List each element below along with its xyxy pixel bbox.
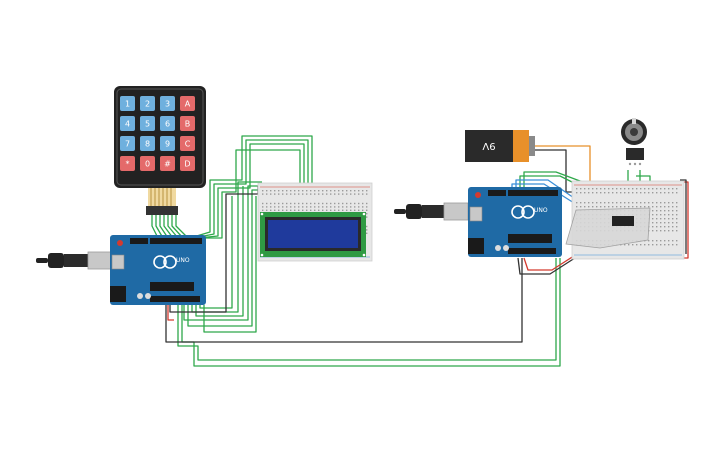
keypad-key-label: 8: [145, 140, 150, 149]
keypad-key-label: D: [184, 160, 190, 169]
keypad-key-11[interactable]: C: [180, 136, 195, 151]
keypad-key-8[interactable]: 7: [120, 136, 135, 151]
keypad-key-2[interactable]: 3: [160, 96, 175, 111]
keypad-key-15[interactable]: D: [180, 156, 195, 171]
arduino-right-brand: UNO: [534, 207, 548, 214]
keypad-key-label: #: [164, 160, 171, 169]
keypad-key-1[interactable]: 2: [140, 96, 155, 111]
keypad-key-label: 7: [125, 140, 130, 149]
arduino-left-brand: UNO: [176, 257, 190, 264]
keypad-key-3[interactable]: A: [180, 96, 195, 111]
battery-label: 9V: [482, 140, 495, 151]
keypad-key-9[interactable]: 8: [140, 136, 155, 151]
keypad-key-14[interactable]: #: [160, 156, 175, 171]
battery-9v[interactable]: 9V: [465, 130, 535, 162]
keypad-key-label: 4: [125, 120, 130, 129]
keypad-key-label: A: [185, 100, 191, 109]
keypad-key-6[interactable]: 6: [160, 116, 175, 131]
keypad-key-label: 2: [145, 100, 150, 109]
keypad-key-label: *: [126, 160, 130, 169]
keypad[interactable]: 1 2 3 A 4 5 6 B 7 8 9 C * 0 # D: [114, 86, 206, 215]
keypad-key-12[interactable]: *: [120, 156, 135, 171]
keypad-key-label: 0: [145, 160, 150, 169]
keypad-key-label: C: [185, 140, 191, 149]
keypad-key-4[interactable]: 4: [120, 116, 135, 131]
keypad-key-label: 5: [145, 120, 150, 129]
keypad-key-5[interactable]: 5: [140, 116, 155, 131]
keypad-key-label: 6: [165, 120, 170, 129]
keypad-key-10[interactable]: 9: [160, 136, 175, 151]
keypad-key-label: 1: [125, 100, 130, 109]
keypad-key-label: 9: [165, 140, 170, 149]
keypad-key-0[interactable]: 1: [120, 96, 135, 111]
keypad-key-label: 3: [165, 100, 170, 109]
motor-driver[interactable]: [565, 207, 651, 249]
keypad-key-label: B: [185, 120, 191, 129]
arduino-uno-left[interactable]: UNO: [36, 235, 206, 305]
keypad-key-7[interactable]: B: [180, 116, 195, 131]
lcd-display[interactable]: [260, 212, 366, 257]
keypad-key-13[interactable]: 0: [140, 156, 155, 171]
rotary-potentiometer[interactable]: [621, 118, 647, 166]
arduino-uno-right[interactable]: UNO: [394, 187, 562, 257]
keypad-keys: 1 2 3 A 4 5 6 B 7 8 9 C * 0 # D: [120, 96, 195, 171]
